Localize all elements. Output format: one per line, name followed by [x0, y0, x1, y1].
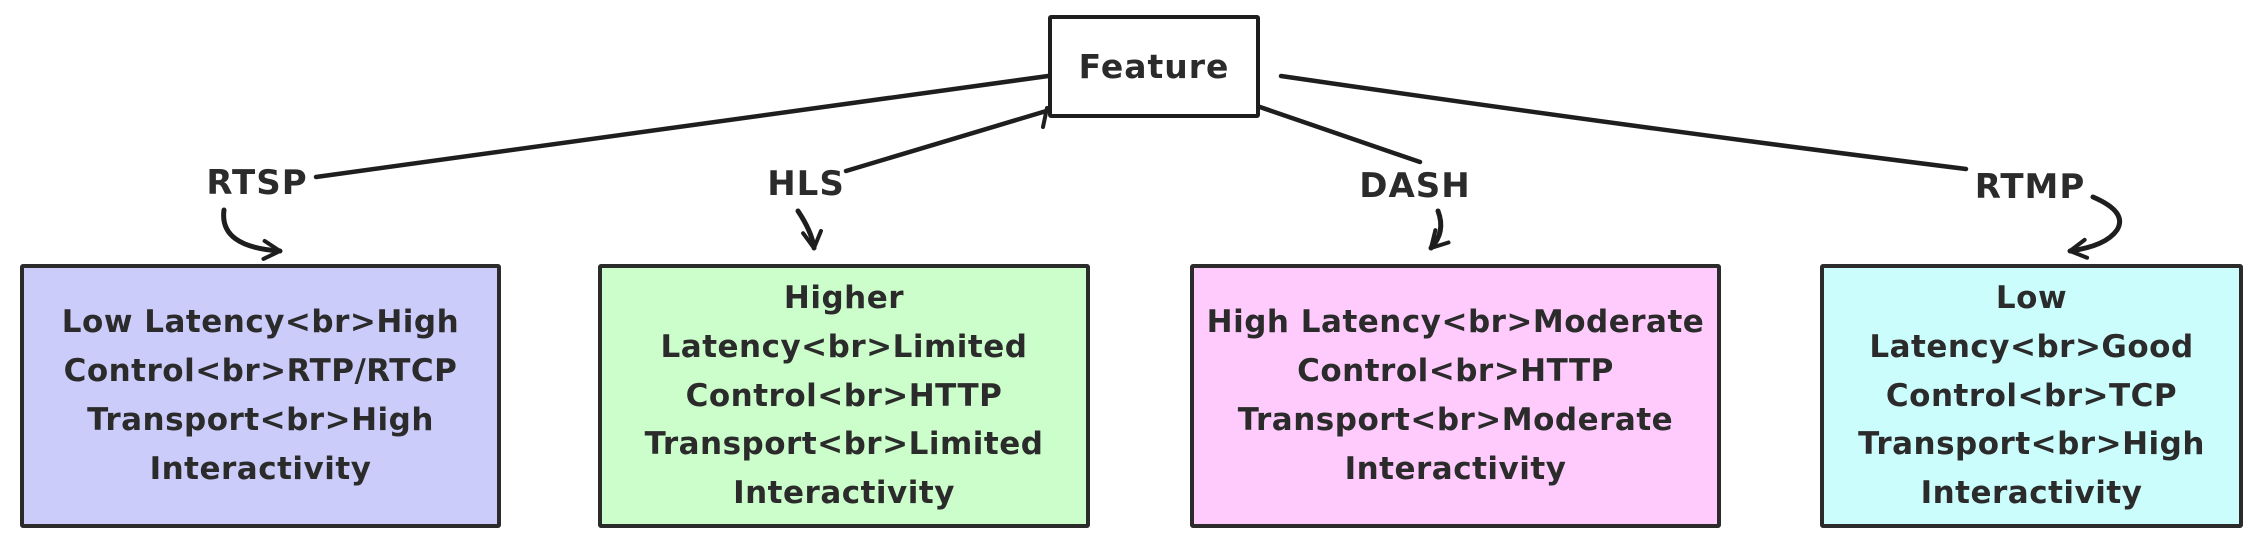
- dash-feature-text: High Latency<br>Moderate Control<br>HTTP…: [1206, 304, 1705, 487]
- arrow-rtsp-to-box: [221, 207, 283, 261]
- rtsp-feature-box: Low Latency<br>High Control<br>RTP/RTCP …: [20, 264, 501, 528]
- arrow-hls-to-box: [795, 208, 823, 251]
- rtmp-feature-box: Low Latency<br>Good Control<br>TCP Trans…: [1820, 264, 2243, 528]
- feature-root-label: Feature: [1078, 47, 1230, 86]
- edge-feature-to-rtmp: [1278, 73, 1969, 172]
- feature-root-node: Feature: [1048, 15, 1260, 118]
- rtsp-feature-text: Low Latency<br>High Control<br>RTP/RTCP …: [61, 304, 460, 487]
- edge-label-rtsp: RTSP: [206, 163, 308, 203]
- edge-label-hls: HLS: [767, 164, 845, 204]
- edge-feature-to-dash: [1254, 103, 1423, 165]
- edge-label-dash: DASH: [1359, 166, 1471, 206]
- edge-label-rtmp: RTMP: [1974, 167, 2086, 207]
- hls-feature-box: Higher Latency<br>Limited Control<br>HTT…: [598, 264, 1090, 528]
- edge-feature-to-hls: [843, 106, 1056, 174]
- arrow-dash-to-box: [1428, 208, 1451, 251]
- hls-feature-text: Higher Latency<br>Limited Control<br>HTT…: [644, 279, 1044, 512]
- dash-feature-box: High Latency<br>Moderate Control<br>HTTP…: [1190, 264, 1721, 528]
- edge-feature-to-rtsp: [313, 70, 1073, 180]
- rtmp-feature-text: Low Latency<br>Good Control<br>TCP Trans…: [1858, 279, 2205, 512]
- sketch-overshoot-stroke: [1041, 106, 1049, 129]
